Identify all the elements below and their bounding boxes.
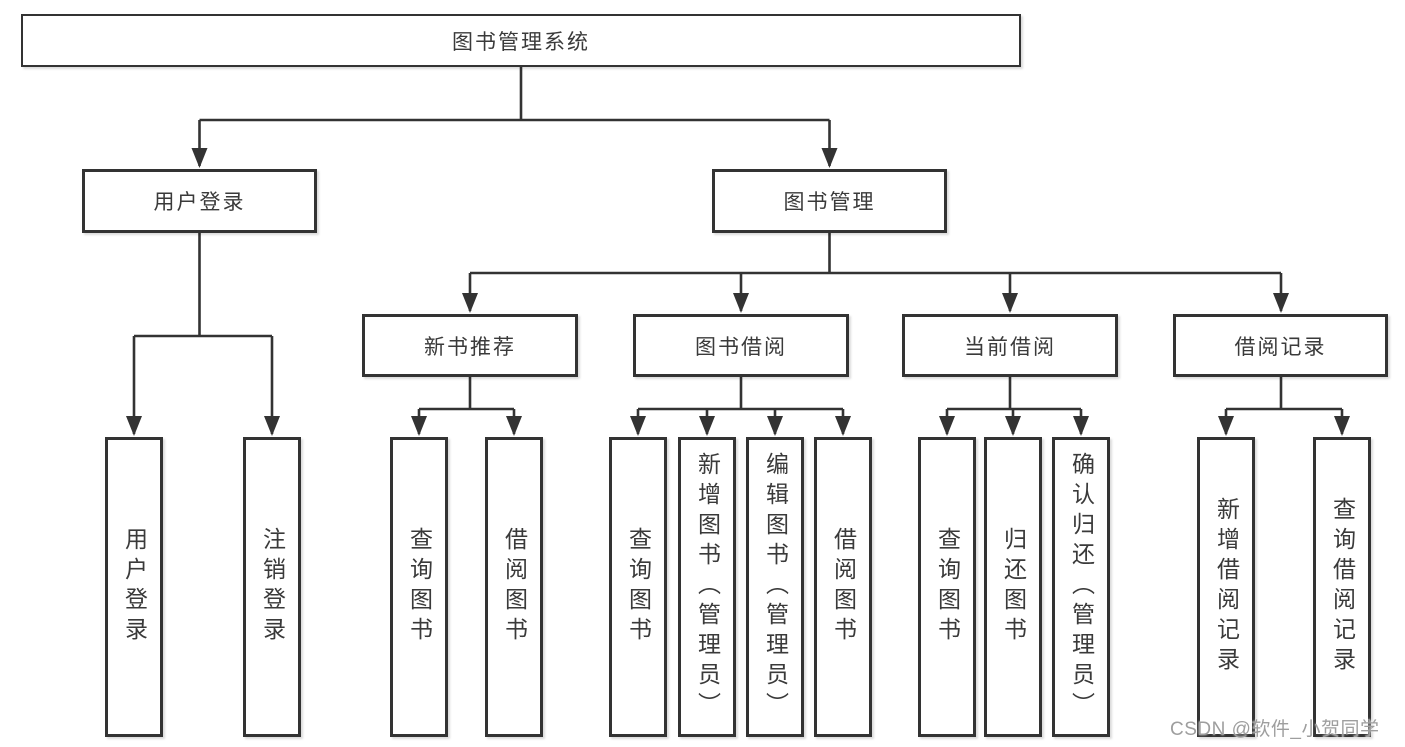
node-label: 查询图书	[406, 527, 433, 647]
leaf-return-books: 归还图书	[984, 437, 1042, 737]
node-label: 查询图书	[625, 527, 652, 647]
node-new-book-recommend: 新书推荐	[362, 314, 578, 377]
leaf-add-books-admin: 新增图书（管理员）	[678, 437, 736, 737]
watermark: CSDN @软件_小贺同学	[1170, 719, 1380, 740]
leaf-edit-books-admin: 编辑图书（管理员）	[746, 437, 804, 737]
node-book-borrowing: 图书借阅	[633, 314, 849, 377]
node-label: 注销登录	[259, 527, 286, 647]
node-library-system: 图书管理系统	[21, 14, 1021, 67]
node-user-login: 用户登录	[82, 169, 317, 233]
leaf-query-borrow-record: 查询借阅记录	[1313, 437, 1371, 737]
node-label: 用户登录	[153, 191, 246, 214]
node-current-borrowing: 当前借阅	[902, 314, 1118, 377]
node-label: 借阅记录	[1234, 335, 1327, 359]
node-label: 新增借阅记录	[1213, 497, 1240, 677]
node-label: 借阅图书	[501, 527, 528, 647]
node-label: 当前借阅	[964, 335, 1056, 359]
leaf-logout: 注销登录	[243, 437, 301, 737]
node-label: 归还图书	[1000, 527, 1027, 647]
leaf-current-query-books: 查询图书	[918, 437, 976, 737]
leaf-borrowing-query-books: 查询图书	[609, 437, 667, 737]
leaf-confirm-return-admin: 确认归还（管理员）	[1052, 437, 1110, 737]
leaf-recommend-borrow-books: 借阅图书	[485, 437, 543, 737]
leaf-borrow-books: 借阅图书	[814, 437, 872, 737]
node-book-management: 图书管理	[712, 169, 947, 233]
leaf-user-login: 用户登录	[105, 437, 163, 737]
node-label: 编辑图书（管理员）	[762, 452, 789, 722]
node-label: 确认归还（管理员）	[1068, 452, 1095, 722]
node-label: 新增图书（管理员）	[694, 452, 721, 722]
node-label: 图书管理	[783, 191, 876, 214]
node-label: 新书推荐	[424, 335, 516, 359]
node-label: 图书管理系统	[452, 30, 590, 54]
node-label: 查询借阅记录	[1329, 497, 1356, 677]
node-borrowing-records: 借阅记录	[1173, 314, 1388, 377]
leaf-recommend-query-books: 查询图书	[390, 437, 448, 737]
node-label: 查询图书	[934, 527, 961, 647]
node-label: 借阅图书	[830, 527, 857, 647]
node-label: 图书借阅	[695, 335, 787, 359]
connector-trunks	[134, 67, 1342, 411]
node-label: 用户登录	[121, 527, 148, 647]
leaf-add-borrow-record: 新增借阅记录	[1197, 437, 1255, 737]
